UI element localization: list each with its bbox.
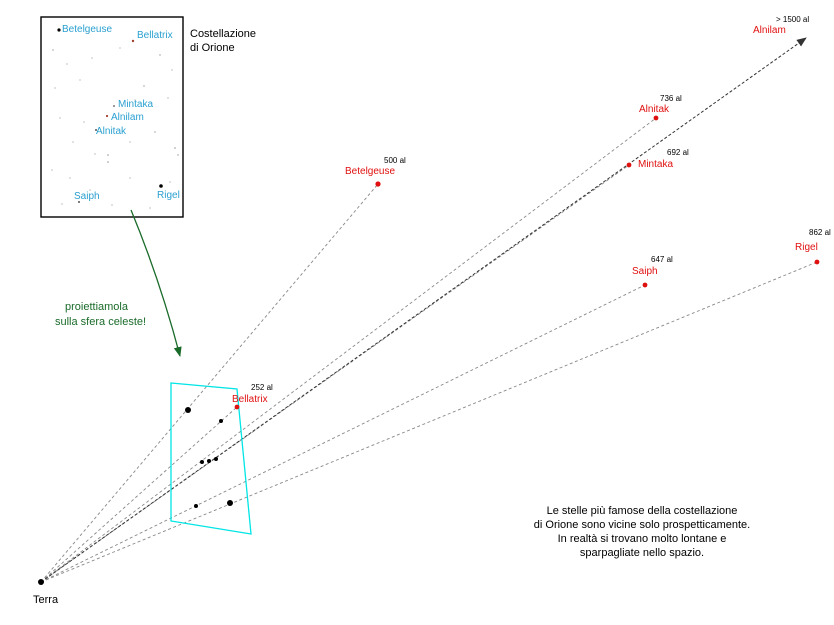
projected-rigel — [227, 500, 233, 506]
inset-label-bellatrix: Bellatrix — [137, 30, 173, 41]
inset-star-alnitak — [95, 129, 97, 131]
inset-label-alnitak: Alnitak — [96, 126, 127, 137]
projected-alnilam — [207, 459, 211, 463]
real-star-points — [234, 115, 820, 410]
inset-star-rigel — [159, 184, 163, 188]
star-mintaka — [626, 162, 632, 168]
caption-line2: sulla sfera celeste! — [55, 316, 146, 328]
sight-line-alnilam — [40, 37, 807, 583]
sight-line-bellatrix — [40, 406, 238, 583]
star-distance-mintaka: 692 al — [667, 148, 689, 157]
star-name-saiph: Saiph — [632, 266, 658, 277]
star-alnitak — [653, 115, 659, 121]
star-distance-rigel: 862 al — [809, 228, 831, 237]
projection-plane — [170, 382, 252, 535]
star-distance-bellatrix: 252 al — [251, 383, 273, 392]
note-line1: Le stelle più famose della costellazione — [547, 505, 738, 517]
star-name-mintaka: Mintaka — [638, 159, 673, 170]
star-bellatrix — [234, 404, 240, 410]
inset-label-saiph: Saiph — [74, 191, 100, 202]
caption-line1: proiettiamola — [65, 301, 129, 313]
explanatory-note: Le stelle più famose della costellazione… — [534, 505, 750, 559]
star-saiph — [642, 282, 648, 288]
earth-label: Terra — [33, 594, 59, 606]
inset-label-mintaka: Mintaka — [118, 99, 153, 110]
inset-star-bellatrix — [131, 39, 135, 43]
note-line2: di Orione sono vicine solo prospetticame… — [534, 519, 750, 531]
sight-line-saiph — [40, 284, 646, 583]
star-name-bellatrix: Bellatrix — [232, 394, 268, 405]
inset-star-alnilam — [105, 114, 109, 118]
inset-title-line2: di Orione — [190, 42, 235, 54]
projected-alnitak — [200, 460, 204, 464]
star-name-betelgeuse: Betelgeuse — [345, 166, 395, 177]
inset-title-line1: Costellazione — [190, 28, 256, 40]
star-name-alnilam: Alnilam — [753, 25, 786, 36]
note-line3: In realtà si trovano molto lontane e — [558, 533, 727, 545]
projection-arrow — [130, 209, 182, 357]
inset-label-betelgeuse: Betelgeuse — [62, 24, 112, 35]
constellation-inset: Betelgeuse Bellatrix Mintaka Alnilam Aln… — [40, 16, 184, 218]
inset-label-alnilam: Alnilam — [111, 112, 144, 123]
note-line4: sparpagliate nello spazio. — [580, 547, 704, 559]
sight-line-rigel — [40, 261, 818, 583]
projected-stars — [185, 407, 233, 508]
projected-bellatrix — [219, 419, 223, 423]
star-betelgeuse — [375, 181, 381, 187]
star-name-alnitak: Alnitak — [639, 104, 670, 115]
projected-mintaka — [214, 457, 218, 461]
inset-background-stars — [51, 47, 179, 209]
sight-line-betelgeuse — [40, 183, 379, 583]
star-distance-alnitak: 736 al — [660, 94, 682, 103]
inset-star-saiph — [78, 201, 80, 203]
star-rigel — [814, 259, 820, 265]
star-name-rigel: Rigel — [795, 242, 818, 253]
inset-label-rigel: Rigel — [157, 190, 180, 201]
inset-star-mintaka — [113, 105, 115, 107]
inset-star-betelgeuse — [57, 28, 61, 32]
inset-frame — [40, 16, 184, 218]
star-distance-alnilam: > 1500 al — [776, 15, 809, 24]
projected-saiph — [194, 504, 198, 508]
projected-betelgeuse — [185, 407, 191, 413]
star-distance-saiph: 647 al — [651, 255, 673, 264]
star-distance-betelgeuse: 500 al — [384, 156, 406, 165]
sight-line-alnitak — [40, 117, 657, 583]
earth-point — [38, 579, 44, 585]
